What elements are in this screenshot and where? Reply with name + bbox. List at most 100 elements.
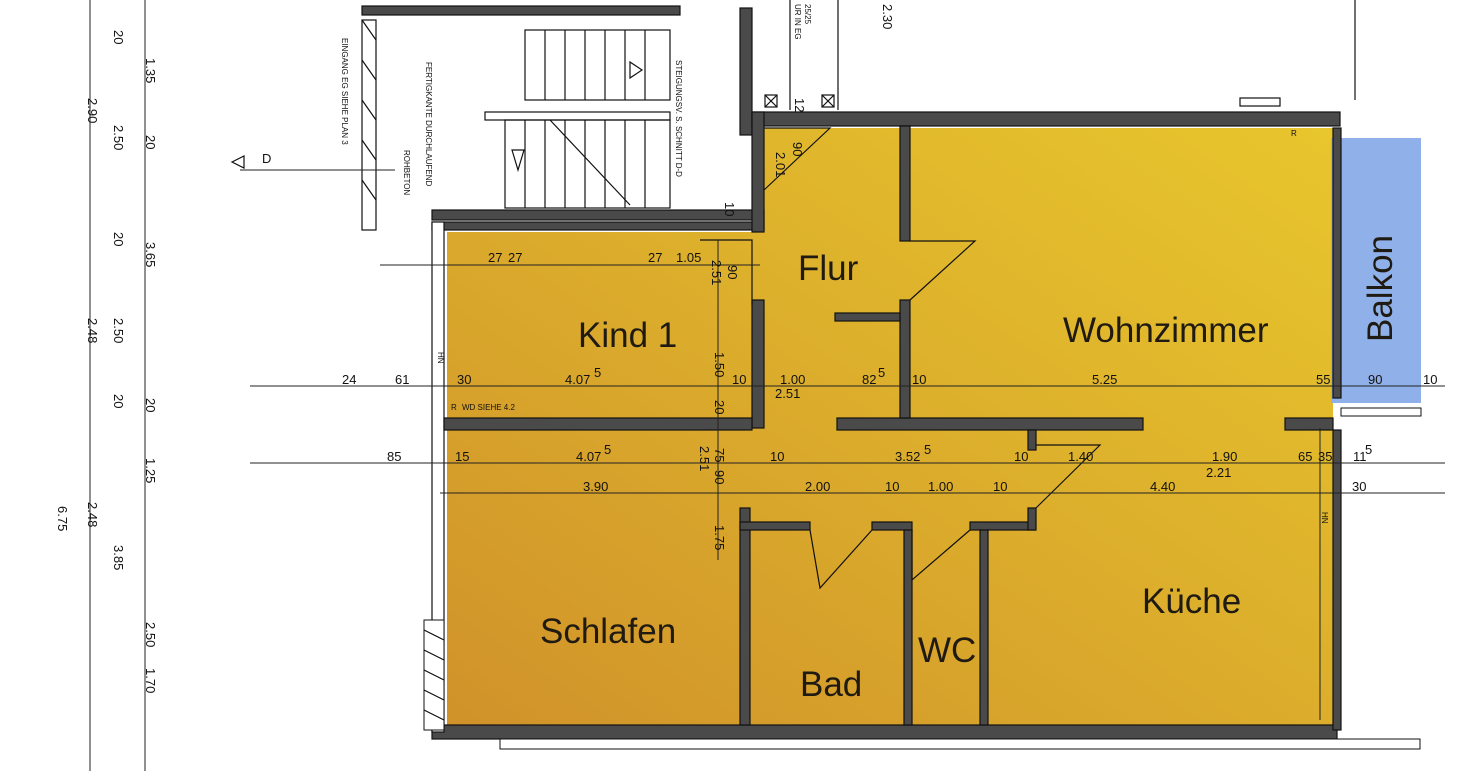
dim-label: 20 [712, 400, 727, 414]
dim-label: 65 [1298, 449, 1312, 464]
dimension-row-kind: 27 27 27 1.05 90 2.51 [488, 250, 740, 285]
interior-walls [443, 125, 1334, 726]
dim-label: 1.40 [1068, 449, 1093, 464]
dim-label: 5 [924, 442, 931, 457]
dim-label: 20 [111, 394, 126, 408]
dimension-flur: 90 2.01 10 [722, 142, 805, 216]
dim-label: 10 [993, 479, 1007, 494]
dim-label: 3.65 [143, 242, 158, 267]
room-label-bad: Bad [800, 665, 862, 704]
dim-label: 5.25 [1092, 372, 1117, 387]
dim-label: 1.70 [143, 668, 158, 693]
dim-label: 90 [790, 142, 805, 156]
dim-label: 2.48 [85, 318, 100, 343]
dimension-left-column: 1.35 20 2.90 2.50 20 20 3.65 2.48 2.50 2… [55, 30, 158, 693]
dim-label: 30 [457, 372, 471, 387]
room-label-wc: WC [918, 631, 976, 670]
dim-label: 24 [342, 372, 356, 387]
dim-label: 85 [387, 449, 401, 464]
dim-label: 5 [878, 365, 885, 380]
dim-label: 2.50 [143, 622, 158, 647]
note-entrance: EINGANG EG SIEHE PLAN 3 [340, 38, 349, 145]
dim-label: 20 [143, 135, 158, 149]
dim-label: 30 [1352, 479, 1366, 494]
dim-label: 4.40 [1150, 479, 1175, 494]
note-label: 25/25 [803, 4, 812, 25]
dim-label: 27 [508, 250, 522, 265]
dim-label: 3.52 [895, 449, 920, 464]
dim-label: 10 [885, 479, 899, 494]
dim-label: 12 [792, 98, 807, 112]
dim-label: 10 [732, 372, 746, 387]
dim-label: 27 [648, 250, 662, 265]
dim-label: 1.90 [1212, 449, 1237, 464]
dim-label: 1.75 [712, 525, 727, 550]
dim-label: 1.05 [676, 250, 701, 265]
section-marker: D [262, 151, 271, 166]
exterior-walls [423, 111, 1422, 750]
dim-label: 1.50 [712, 352, 727, 377]
dim-label: 15 [455, 449, 469, 464]
note-hn: HN [436, 352, 445, 364]
room-label-flur: Flur [798, 249, 859, 288]
dim-label: 82 [862, 372, 876, 387]
dim-label: 2.51 [709, 260, 724, 285]
room-label-wohnzimmer: Wohnzimmer [1063, 311, 1269, 350]
dimension-lines [89, 0, 1445, 771]
dim-label: 90 [712, 470, 727, 484]
room-label-schlafen: Schlafen [540, 612, 676, 651]
dimension-top: 2.30 25/25 12 [792, 4, 895, 112]
dim-label: 10 [912, 372, 926, 387]
note-uir: UR IN EG [793, 4, 802, 40]
dim-label: 10 [770, 449, 784, 464]
dim-label: 6.75 [55, 506, 70, 531]
dim-label: 90 [725, 265, 740, 279]
door-swings [700, 127, 1102, 590]
note-stairs: STEIGUNGSV. S. SCHNITT D-D [674, 60, 683, 177]
dim-label: 5 [1365, 442, 1372, 457]
dim-label: 2.50 [111, 318, 126, 343]
dim-label: 90 [1368, 372, 1382, 387]
dim-label: 10 [1014, 449, 1028, 464]
note-rohbeton: ROHBETON [402, 150, 411, 195]
dim-label: 11 [1353, 449, 1367, 464]
dimension-mid-vertical: 1.50 20 2.51 75 90 1.75 [697, 352, 727, 550]
room-label-kind1: Kind 1 [578, 316, 677, 355]
stairwell [361, 0, 1356, 231]
dim-label: 61 [395, 372, 409, 387]
annotations: EINGANG EG SIEHE PLAN 3 FERTIGKANTE DURC… [262, 4, 1329, 524]
dim-label: 2.48 [85, 502, 100, 527]
dim-label: 2.00 [805, 479, 830, 494]
note-finished: FERTIGKANTE DURCHLAUFEND [424, 62, 433, 187]
dim-label: 4.07 [565, 372, 590, 387]
dimension-row-3: 3.90 2.00 10 1.00 10 4.40 30 [583, 479, 1366, 494]
note-hn: HN [1320, 512, 1329, 524]
dim-label: 2.50 [111, 125, 126, 150]
balcony-area [1331, 138, 1421, 403]
dim-label: 55 [1316, 372, 1330, 387]
dim-label: 75 [712, 448, 727, 462]
dim-label: 10 [722, 202, 737, 216]
dim-label: 20 [111, 232, 126, 246]
dimension-row-2: 85 15 4.07 5 10 3.52 5 10 1.40 1.90 2.21… [387, 442, 1372, 480]
room-label-kueche: Küche [1142, 582, 1241, 621]
dim-label: 5 [594, 365, 601, 380]
dim-label: 3.85 [111, 545, 126, 570]
dim-label: 2.30 [880, 4, 895, 29]
dim-label: 3.90 [583, 479, 608, 494]
dim-label: 35 [1318, 449, 1332, 464]
dim-label: 2.51 [697, 446, 712, 471]
dim-label: 27 [488, 250, 502, 265]
dim-label: 20 [111, 30, 126, 44]
dim-label: 2.90 [85, 98, 100, 123]
dimension-row-1: 24 61 30 4.07 5 10 1.00 2.51 82 5 10 5.2… [342, 365, 1437, 401]
dim-label: 2.51 [775, 386, 800, 401]
dim-label: 5 [604, 442, 611, 457]
note-r: R [451, 403, 457, 412]
dim-label: 1.00 [780, 372, 805, 387]
section-arrow [230, 155, 245, 169]
dim-label: 1.00 [928, 479, 953, 494]
dim-label: 1.35 [143, 58, 158, 83]
dim-label: 20 [143, 398, 158, 412]
